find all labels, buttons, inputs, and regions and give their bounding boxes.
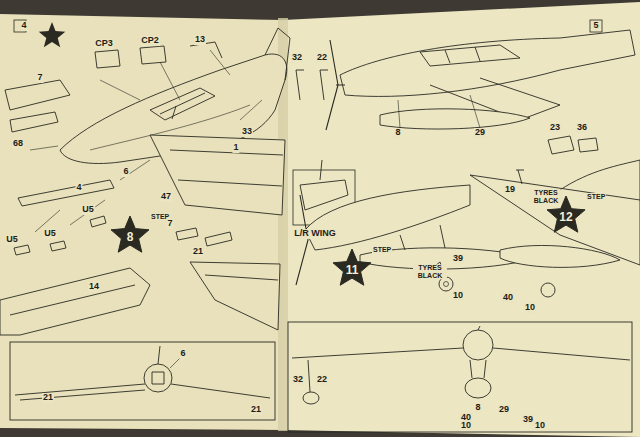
- callout-number: 22: [316, 53, 328, 63]
- step-caption: STEP: [586, 193, 606, 200]
- front-view-fuselage: [463, 330, 493, 360]
- propeller: [326, 40, 345, 130]
- wing-lower: [190, 262, 280, 330]
- step-number: 11: [346, 263, 359, 277]
- callout-number: 5: [592, 21, 599, 31]
- callout-number: 21: [42, 393, 54, 403]
- front-view-detail: [152, 346, 164, 384]
- callout-number: 29: [474, 128, 486, 138]
- front-view-wing: [292, 348, 630, 360]
- callout-number: 8: [474, 403, 481, 413]
- callout-number: 8: [394, 128, 401, 138]
- fuselage: [340, 30, 635, 96]
- star-shape: [111, 216, 149, 252]
- wheel: [541, 283, 555, 297]
- small-parts: [14, 216, 106, 255]
- callout-number: 7: [36, 73, 43, 83]
- part-label: U5: [5, 235, 19, 245]
- step-caption: STEP: [150, 213, 170, 220]
- callout-number: 68: [12, 139, 24, 149]
- callout-number: 19: [504, 185, 516, 195]
- part-label: CP2: [140, 36, 160, 46]
- leader-line: [398, 95, 480, 128]
- strut-parts: [296, 70, 328, 100]
- star-shape: [333, 249, 371, 285]
- callout-number: 21: [192, 247, 204, 257]
- callout-number: 4: [75, 183, 82, 193]
- canopy: [420, 45, 520, 66]
- propeller: [296, 195, 308, 285]
- part-label: TYRES BLACK: [529, 189, 563, 204]
- wing-tip: [300, 160, 348, 210]
- float-parts: [548, 136, 598, 154]
- leader-line: [30, 50, 262, 150]
- part-strip: [18, 180, 114, 206]
- float-strut: [400, 225, 445, 250]
- cockpit-opening: [150, 88, 215, 120]
- callout-number: 10: [534, 421, 546, 431]
- step-star: STEP12: [546, 195, 586, 235]
- callout-number: 22: [316, 375, 328, 385]
- callout-number: 23: [549, 123, 561, 133]
- callout-number: 4: [20, 21, 27, 31]
- callout-number: 10: [460, 421, 472, 431]
- callout-number: 10: [524, 303, 536, 313]
- pin-part: [516, 170, 524, 184]
- step-star: [39, 22, 66, 47]
- callout-number: 33: [241, 127, 253, 137]
- part-label: U5: [43, 229, 57, 239]
- fuselage-parts: [5, 80, 70, 132]
- wheel-hub: [444, 282, 449, 287]
- front-view-tail: [478, 326, 480, 330]
- step-star: STEP11: [332, 248, 372, 288]
- front-view-wingfloat: [303, 392, 319, 404]
- callout-number: 47: [160, 192, 172, 202]
- tail-fin: [265, 28, 290, 80]
- front-view-fuselage: [144, 364, 172, 392]
- float: [500, 245, 620, 267]
- right-page: [283, 2, 640, 437]
- wing-upper: [150, 135, 285, 215]
- callout-number: 29: [498, 405, 510, 415]
- fuselage: [560, 160, 640, 200]
- part-label: CP3: [94, 39, 114, 49]
- float: [380, 109, 530, 129]
- callout-number: 6: [179, 349, 186, 359]
- callout-number: 13: [194, 35, 206, 45]
- leader-line: [35, 160, 150, 232]
- step-star: STEP8: [110, 215, 150, 255]
- part-label: L/R WING: [293, 229, 337, 239]
- callout-number: 1: [232, 143, 239, 153]
- callout-number: 21: [250, 405, 262, 415]
- strut-parts: [176, 228, 232, 246]
- part-label: TYRES BLACK: [413, 264, 447, 279]
- fuselage: [305, 185, 470, 250]
- step-caption: STEP: [372, 246, 392, 253]
- callout-number: 7: [166, 219, 173, 229]
- step-number: 8: [127, 230, 134, 244]
- part-label: U5: [81, 205, 95, 215]
- callout-number: 32: [291, 53, 303, 63]
- front-view-float: [465, 378, 491, 398]
- view-frame: [288, 322, 632, 432]
- callout-number: 39: [522, 415, 534, 425]
- front-view-strut: [308, 360, 486, 392]
- step-number: 12: [559, 210, 572, 224]
- callout-number: 36: [576, 123, 588, 133]
- view-frame: [10, 342, 275, 420]
- callout-number: 10: [452, 291, 464, 301]
- callout-number: 40: [502, 293, 514, 303]
- star-shape: [547, 196, 585, 232]
- callout-number: 6: [122, 167, 129, 177]
- tailplane: [0, 268, 150, 335]
- callout-number: 39: [452, 254, 464, 264]
- callout-number: 14: [88, 282, 100, 292]
- page-number-box: [590, 20, 602, 32]
- callout-number: 32: [292, 375, 304, 385]
